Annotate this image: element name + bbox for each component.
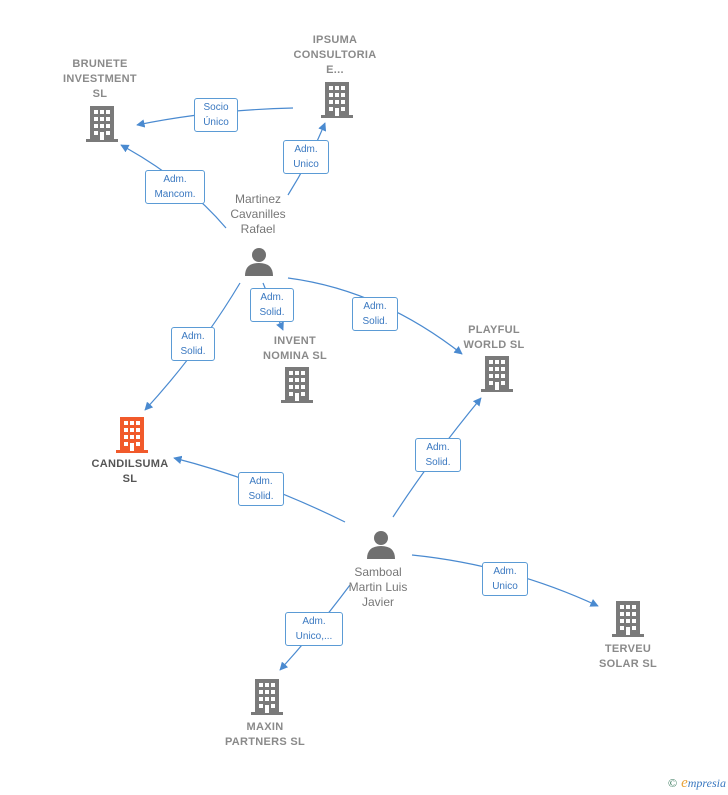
company-label-maxin[interactable]: MAXIN PARTNERS SL <box>224 721 306 748</box>
maxin-building-icon[interactable] <box>251 679 283 715</box>
edge-label-e4[interactable]: Adm. Solid. <box>171 327 215 361</box>
samboal-person-icon[interactable] <box>367 531 395 559</box>
edge-label-e7[interactable]: Adm. Solid. <box>238 472 284 506</box>
company-label-invent[interactable]: INVENT NOMINA SL <box>262 335 327 362</box>
brand-initial: e <box>681 775 688 791</box>
brunete-building-icon[interactable] <box>86 106 118 142</box>
martinez-person-icon[interactable] <box>245 248 273 276</box>
terveu-building-icon[interactable] <box>612 601 644 637</box>
person-label-martinez[interactable]: Martinez Cavanilles Rafael <box>230 192 286 236</box>
person-label-samboal[interactable]: Samboal Martin Luis Javier <box>348 565 408 609</box>
edge-label-e5[interactable]: Adm. Solid. <box>250 288 294 322</box>
edge-label-e10[interactable]: Adm. Unico,... <box>285 612 343 646</box>
company-label-terveu[interactable]: TERVEU SOLAR SL <box>598 643 657 670</box>
company-label-ipsuma[interactable]: IPSUMA CONSULTORIA E... <box>293 34 377 76</box>
brand-name: mpresia <box>687 776 726 790</box>
edge-label-e1[interactable]: Socio Único <box>194 98 238 132</box>
company-label-playful[interactable]: PLAYFUL WORLD SL <box>463 324 525 351</box>
empresia-logo[interactable]: ©empresia <box>668 775 726 792</box>
company-label-brunete[interactable]: BRUNETE INVESTMENT SL <box>63 58 137 100</box>
edge-label-e3[interactable]: Adm. Unico <box>283 140 329 174</box>
invent-building-icon[interactable] <box>281 367 313 403</box>
edge-label-e9[interactable]: Adm. Unico <box>482 562 528 596</box>
edge-label-e2[interactable]: Adm. Mancom. <box>145 170 205 204</box>
copyright-icon: © <box>667 776 678 790</box>
ipsuma-building-icon[interactable] <box>321 82 353 118</box>
playful-building-icon[interactable] <box>481 356 513 392</box>
company-label-candilsuma[interactable]: CANDILSUMA SL <box>91 458 169 485</box>
edge-label-e6[interactable]: Adm. Solid. <box>352 297 398 331</box>
candilsuma-building-icon[interactable] <box>116 417 148 453</box>
edge-label-e8[interactable]: Adm. Solid. <box>415 438 461 472</box>
